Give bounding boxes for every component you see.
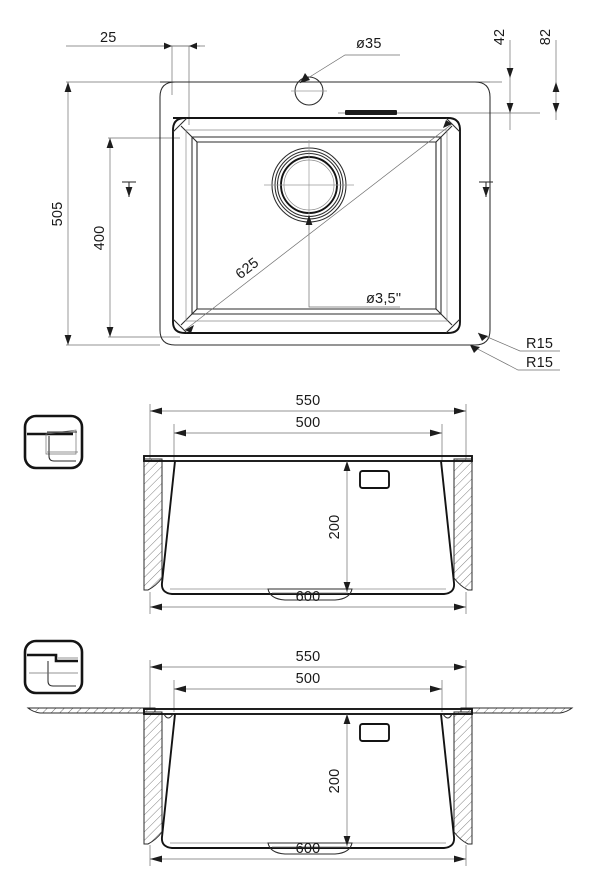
flushmount-install-icon	[23, 639, 84, 695]
bowl-inner-rim-2	[185, 129, 448, 322]
top-view: 25 505 400 ø35	[50, 29, 560, 371]
clip-right	[442, 713, 453, 719]
bowl-edge-ticks	[122, 181, 493, 197]
overflow-marker-middle	[359, 470, 390, 489]
dimension-200-middle-label: 200	[327, 515, 343, 540]
bracket-right-bottom	[453, 711, 473, 845]
dimension-25: 25	[100, 30, 205, 50]
drain-boss-middle	[267, 588, 353, 601]
dimension-500-bottom: 500	[174, 671, 442, 693]
sink-outer-rim	[159, 81, 491, 346]
dimension-200-middle: 200	[327, 461, 351, 592]
bracket-left-middle	[143, 458, 163, 591]
bowl-band-ticks	[191, 136, 442, 315]
dimension-drain-label: ø3,5"	[366, 291, 401, 307]
overflow-marker-bottom	[359, 723, 390, 742]
clip-left	[163, 713, 174, 719]
dimension-radius-inner: R15	[469, 344, 560, 371]
dimension-500-bottom-label: 500	[296, 671, 321, 687]
dimension-82: 82	[538, 29, 560, 120]
drain-boss-bottom	[267, 842, 353, 855]
rim-plate-middle	[143, 455, 473, 462]
dimension-500-middle-label: 500	[296, 415, 321, 431]
dimension-82-label: 82	[538, 29, 554, 46]
dimension-550-middle: 550	[150, 393, 466, 415]
dimension-505-label: 505	[50, 202, 66, 227]
dimension-radius-outer-label: R15	[526, 336, 553, 352]
dimension-400: 400	[92, 138, 114, 337]
dimension-550-bottom-label: 550	[296, 649, 321, 665]
dimension-600-bottom: 600	[150, 841, 466, 863]
dimension-200-bottom: 200	[327, 714, 351, 846]
dimension-600-bottom-label: 600	[296, 841, 321, 857]
dimension-25-label: 25	[100, 30, 117, 46]
bracket-left-bottom	[143, 711, 163, 845]
bowl-corner-facets	[172, 117, 461, 334]
countertop-left	[26, 707, 156, 714]
dimension-tap-hole-label: ø35	[356, 36, 382, 52]
dimension-400-label: 400	[92, 226, 108, 251]
diagonal-dimension-line	[184, 123, 453, 331]
dimension-radius-inner-label: R15	[526, 355, 553, 371]
rim-plate-bottom	[143, 708, 473, 715]
dimension-42: 42	[492, 29, 514, 130]
bottom-view-witness-lines	[149, 660, 467, 866]
middle-view-witness-lines	[149, 404, 467, 614]
bottom-view: 550 500 200	[23, 639, 574, 866]
dimension-600-middle-label: 600	[296, 589, 321, 605]
dimension-600-middle: 600	[150, 589, 466, 611]
dimension-tap-hole: ø35	[299, 36, 400, 84]
dimension-42-label: 42	[492, 29, 508, 46]
bowl-body-middle	[160, 460, 456, 595]
countertop-right	[460, 707, 574, 714]
bracket-right-middle	[453, 458, 473, 591]
dimension-550-bottom: 550	[150, 649, 466, 671]
dimension-505: 505	[50, 82, 72, 345]
undermount-install-icon	[23, 414, 84, 470]
overflow-slot	[345, 110, 397, 115]
dimension-drain: ø3,5"	[305, 215, 401, 308]
bowl-outer-edge	[172, 117, 461, 334]
bowl-body-bottom	[160, 713, 456, 849]
drain-assembly	[264, 140, 354, 230]
dimension-500-middle: 500	[174, 415, 442, 437]
middle-view: 550 500 200	[23, 393, 473, 614]
dimension-550-middle-label: 550	[296, 393, 321, 409]
dimension-200-bottom-label: 200	[327, 769, 343, 794]
dimension-radius-outer: R15	[477, 332, 560, 352]
